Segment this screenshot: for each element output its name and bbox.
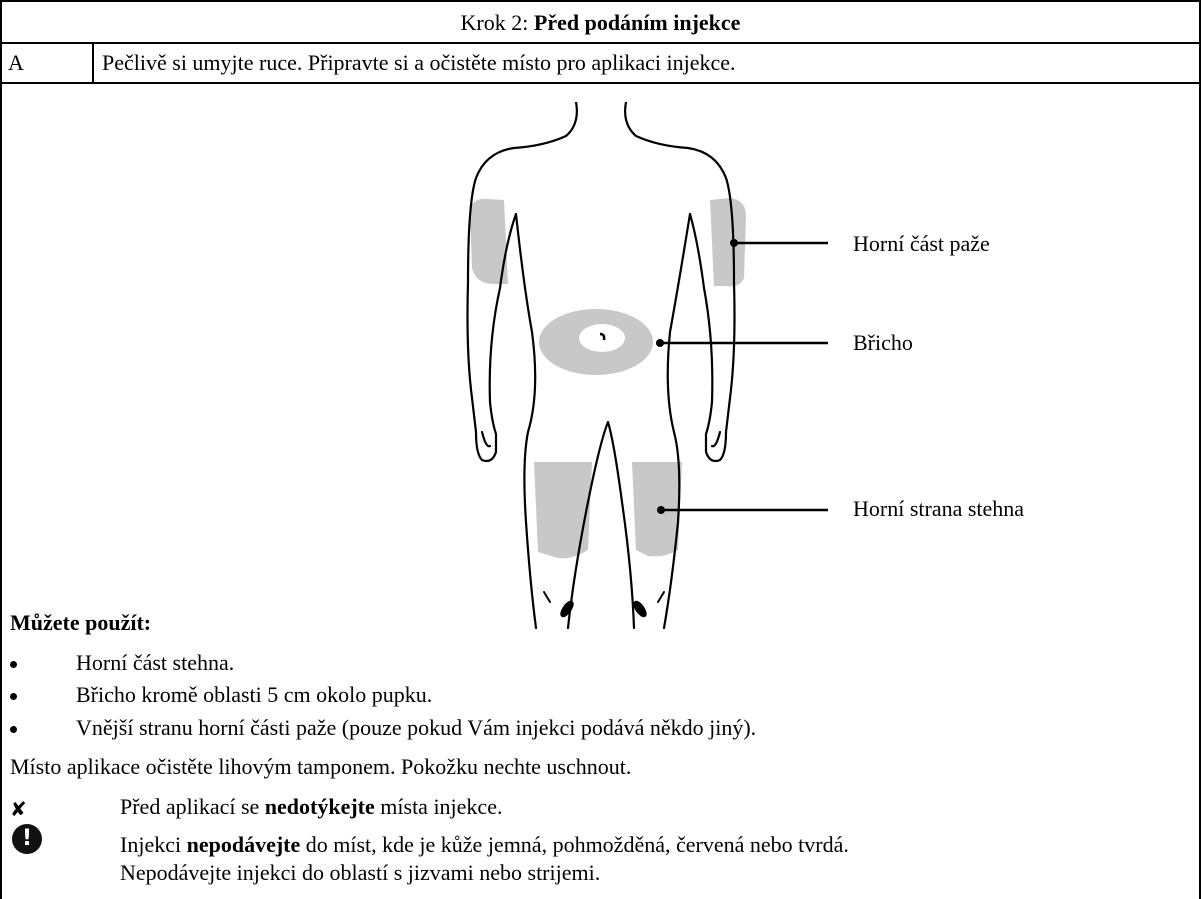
dont-touch-bold: nedotýkejte (265, 794, 375, 819)
warning-line1-bold: nepodávejte (187, 832, 301, 857)
warning-line1-before: Injekci (120, 832, 187, 857)
exclamation-icon: ! (12, 824, 42, 854)
step-a-instruction: Pečlivě si umyjte ruce. Připravte si a o… (102, 50, 736, 76)
step-header-row: Krok 2: Před podáním injekce (2, 2, 1199, 44)
list-item-text: Vnější stranu horní části paže (pouze po… (76, 715, 756, 741)
bullet-icon (10, 726, 17, 733)
dont-touch-after: místa injekce. (375, 794, 503, 819)
upper-arm-label: Horní část paže (853, 231, 990, 257)
cross-icon: ✘ (10, 796, 27, 822)
right-knee-line (658, 592, 664, 602)
injection-site-diagram (442, 102, 1201, 642)
step-letter: A (8, 50, 24, 76)
right-knee-mark (633, 601, 647, 618)
bullet-icon (10, 693, 17, 700)
step-letter-cell: A (2, 44, 94, 82)
left-knee-mark (560, 601, 574, 618)
list-item-text: Břicho kromě oblasti 5 cm okolo pupku. (76, 682, 432, 708)
right-hand-detail (712, 432, 720, 446)
list-item-text: Horní část stehna. (76, 650, 234, 676)
navel-exclusion (579, 324, 625, 352)
step-title: Krok 2: Před podáním injekce (2, 10, 1199, 36)
thigh-label: Horní strana stehna (853, 496, 1024, 522)
step-prefix: Krok 2: (461, 10, 534, 35)
can-use-heading: Můžete použít: (10, 610, 151, 636)
warning-line-2: Nepodávejte injekci do oblastí s jizvami… (120, 860, 600, 886)
step-title-bold: Před podáním injekce (534, 10, 741, 35)
abdomen-label: Břicho (853, 330, 913, 356)
step-a-row: A Pečlivě si umyjte ruce. Připravte si a… (2, 44, 1199, 84)
dont-touch-before: Před aplikací se (120, 794, 265, 819)
dont-touch-note: Před aplikací se nedotýkejte místa injek… (120, 794, 502, 820)
cleaning-note: Místo aplikace očistěte lihovým tamponem… (10, 754, 631, 780)
warning-line1-after: do míst, kde je kůže jemná, pohmožděná, … (300, 832, 849, 857)
left-thigh-zone (534, 462, 592, 558)
warning-line-1: Injekci nepodávejte do míst, kde je kůže… (120, 832, 849, 858)
left-hand-detail (482, 432, 490, 446)
bullet-icon (10, 661, 17, 668)
left-knee-line (544, 592, 550, 602)
